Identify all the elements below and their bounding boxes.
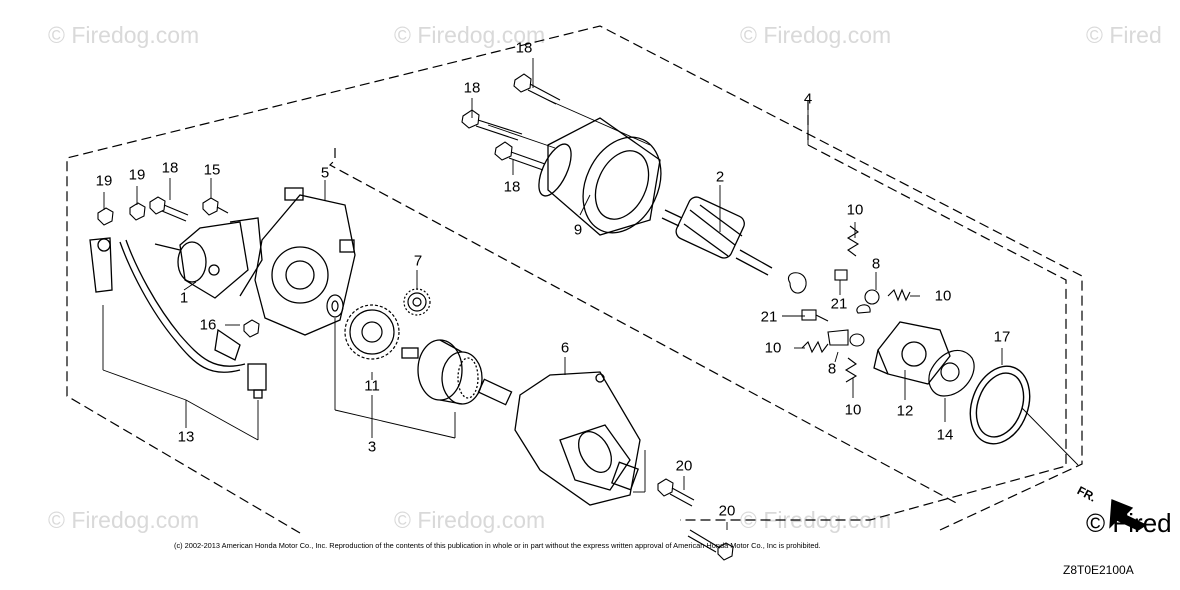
callout-7: 7 (413, 252, 423, 270)
callout-15: 15 (203, 161, 221, 179)
callout-9: 9 (573, 221, 583, 239)
diagram-code: Z8T0E2100A (1063, 563, 1134, 577)
callout-4: 4 (803, 90, 813, 108)
callout-2: 2 (715, 168, 725, 186)
front-direction-arrow (1109, 499, 1148, 531)
callout-10: 10 (844, 401, 862, 419)
callout-17: 17 (993, 328, 1011, 346)
assembly-boundary (66, 25, 1083, 534)
drive-assembly (401, 339, 513, 406)
callout-11: 11 (364, 377, 380, 395)
callout-20: 20 (675, 457, 693, 475)
fasteners (97, 73, 734, 561)
brush-plate (928, 349, 975, 397)
callout-18: 18 (515, 39, 533, 57)
watermark: © Firedog.com (48, 507, 200, 533)
callout-20: 20 (718, 502, 736, 520)
callout-10: 10 (934, 287, 952, 305)
callout-18: 18 (463, 79, 481, 97)
callout-19: 19 (95, 172, 113, 190)
callout-10: 10 (846, 201, 864, 219)
reduction-gear (344, 304, 400, 360)
motor-case (538, 117, 662, 236)
callout-10: 10 (764, 339, 782, 357)
callout-12: 12 (896, 402, 914, 420)
watermark: © Firedog.com (394, 22, 546, 48)
callout-18: 18 (161, 159, 179, 177)
planet-gear (403, 288, 431, 316)
callout-21: 21 (760, 308, 778, 326)
watermark: © Fired (1086, 22, 1162, 48)
solenoid (154, 217, 263, 299)
callout-8: 8 (871, 255, 881, 273)
brush-components (787, 225, 911, 383)
callout-3: 3 (367, 438, 377, 456)
callout-16: 16 (199, 316, 217, 334)
leader-lines (102, 58, 1079, 530)
copyright-notice: (c) 2002-2013 American Honda Motor Co., … (174, 541, 821, 550)
washer (326, 294, 344, 318)
callout-14: 14 (936, 426, 954, 444)
callout-1: 1 (179, 289, 189, 307)
cable-assembly (89, 237, 267, 399)
callout-6: 6 (560, 339, 570, 357)
watermark: © Firedog.com (48, 22, 200, 48)
watermark: © Firedog.com (740, 22, 892, 48)
armature (661, 196, 773, 276)
front-cover (514, 371, 641, 506)
callout-18: 18 (503, 178, 521, 196)
watermark: © Firedog.com (394, 507, 546, 533)
callout-13: 13 (177, 428, 195, 446)
callout-5: 5 (320, 164, 330, 182)
rear-cover (254, 187, 356, 336)
callout-19: 19 (128, 166, 146, 184)
o-ring (969, 365, 1031, 445)
callout-8: 8 (827, 360, 837, 378)
callout-21: 21 (830, 295, 848, 313)
brush-holder (873, 321, 951, 385)
